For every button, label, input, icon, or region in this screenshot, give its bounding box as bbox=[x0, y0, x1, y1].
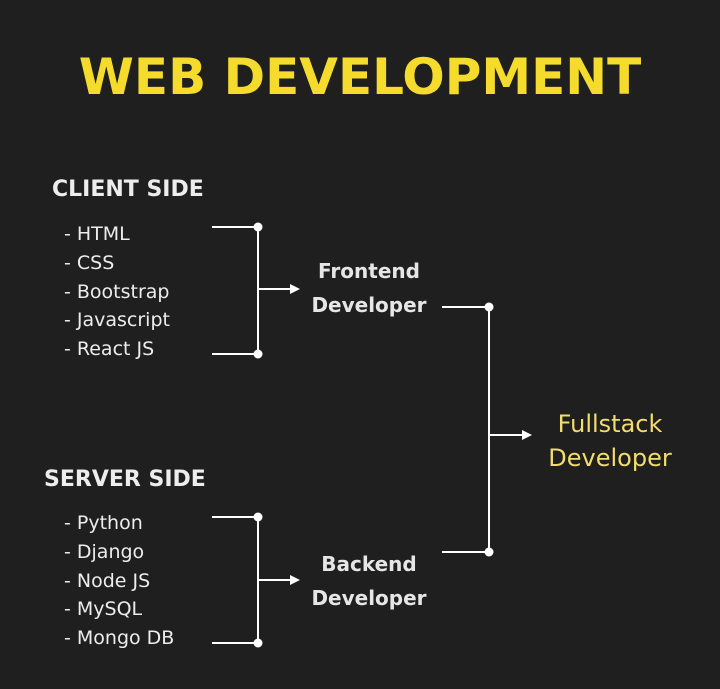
frontend-line1: Frontend bbox=[318, 259, 420, 283]
client-tech-item: - HTML bbox=[64, 223, 130, 245]
client-bottom-dot bbox=[253, 349, 263, 359]
client-tech-item: - CSS bbox=[64, 251, 115, 274]
server-tech-item: - Python bbox=[64, 512, 143, 534]
backend-line2: Developer bbox=[311, 586, 427, 610]
backend-line1: Backend bbox=[321, 552, 417, 576]
client-top-dot bbox=[253, 222, 263, 232]
server-bracket-line bbox=[212, 516, 259, 644]
server-tech-item: - MySQL bbox=[64, 598, 143, 621]
backend-developer-label: Backend Developer bbox=[294, 547, 444, 615]
client-tech-item: - React JS bbox=[64, 338, 155, 361]
page-title: WEB DEVELOPMENT bbox=[78, 48, 642, 106]
client-tech-list: - HTML - CSS - Bootstrap - Javascript - … bbox=[64, 220, 170, 364]
server-tech-item: - Node JS bbox=[64, 569, 151, 592]
fullstack-developer-label: Fullstack Developer bbox=[520, 407, 700, 475]
frontend-line2: Developer bbox=[311, 293, 427, 317]
client-side-heading: CLIENT SIDE bbox=[52, 177, 204, 202]
frontend-developer-label: Frontend Developer bbox=[294, 254, 444, 322]
fullstack-top-dot bbox=[484, 302, 494, 312]
fullstack-bottom-dot bbox=[484, 547, 494, 557]
fullstack-line2: Developer bbox=[548, 444, 672, 472]
server-top-dot bbox=[253, 512, 263, 522]
server-tech-list: - Python - Django - Node JS - MySQL - Mo… bbox=[64, 509, 174, 653]
server-side-heading: SERVER SIDE bbox=[44, 467, 206, 492]
fullstack-line1: Fullstack bbox=[557, 410, 663, 438]
fullstack-bracket-line bbox=[442, 306, 490, 553]
client-bracket-line bbox=[212, 226, 259, 355]
client-tech-item: - Javascript bbox=[64, 309, 170, 332]
server-bottom-dot bbox=[253, 638, 263, 648]
server-tech-item: - Mongo DB bbox=[64, 627, 175, 650]
client-tech-item: - Bootstrap bbox=[64, 280, 170, 303]
server-tech-item: - Django bbox=[64, 540, 145, 563]
